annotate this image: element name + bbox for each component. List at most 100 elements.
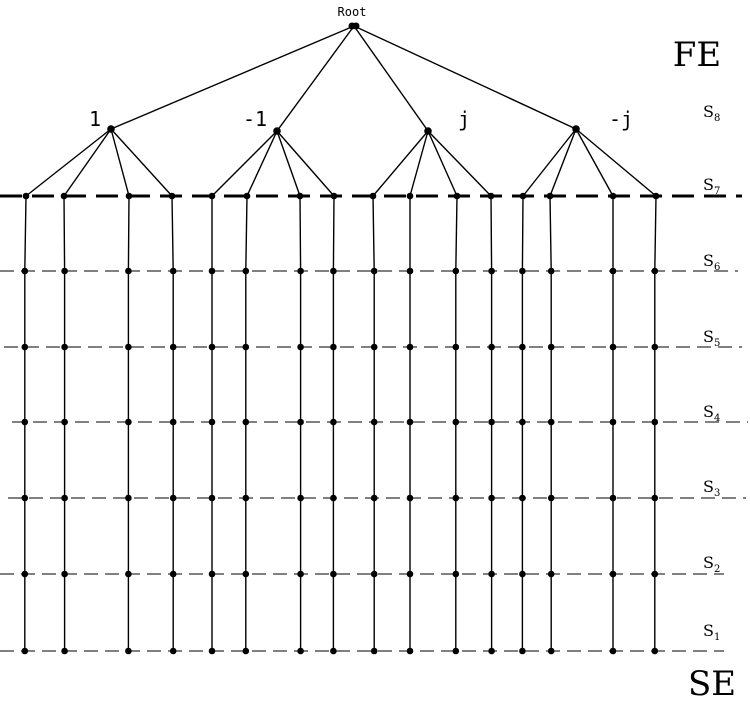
path-node: [242, 494, 250, 502]
path-node: [330, 494, 337, 502]
path-node: [609, 267, 617, 275]
branch-edge: [25, 128, 112, 197]
branch-edge: [427, 130, 492, 197]
path-node: [297, 494, 304, 502]
path-node: [21, 267, 29, 275]
path-node: [242, 418, 250, 426]
stage-label-s2: S2: [703, 553, 720, 575]
path-node: [21, 570, 29, 578]
path-node: [242, 343, 250, 351]
path-node: [651, 267, 659, 275]
path-node: [370, 494, 378, 502]
path-node: [547, 343, 555, 351]
path-node: [22, 192, 30, 200]
se-label: SE: [688, 664, 736, 704]
path-node: [406, 267, 414, 275]
path-node: [125, 570, 132, 578]
path-node: [452, 494, 460, 502]
path-node: [169, 267, 177, 275]
path-node: [125, 267, 132, 275]
branch-edge: [549, 128, 577, 197]
path-node: [370, 267, 378, 275]
path-node: [488, 570, 495, 578]
path-node: [21, 494, 29, 502]
path-node: [61, 494, 68, 502]
stage-label-s3: S3: [703, 477, 720, 499]
path-node: [21, 343, 29, 351]
branch-node: [273, 127, 281, 135]
path-node: [330, 418, 337, 426]
path-node: [547, 418, 555, 426]
branch-node: [572, 125, 580, 133]
path-node: [330, 343, 337, 351]
path-node: [208, 647, 216, 655]
path-node: [453, 192, 461, 200]
path-node: [208, 494, 216, 502]
path-node: [452, 267, 460, 275]
path-node: [330, 192, 338, 200]
path-node: [651, 647, 659, 655]
path-node: [125, 192, 133, 200]
tree-nodes: [21, 22, 660, 655]
root-edge: [353, 25, 429, 132]
branch-node: [424, 127, 432, 135]
branch-edge: [211, 130, 278, 197]
path-node: [125, 647, 132, 655]
root-edge: [353, 25, 577, 130]
tree-edges: [24, 25, 657, 651]
root-label: Root: [338, 5, 367, 19]
path-node: [547, 267, 555, 275]
path-node: [406, 192, 414, 200]
fe-label: FE: [673, 35, 721, 75]
path-node: [61, 570, 68, 578]
path-node: [651, 494, 659, 502]
branch-edge: [575, 128, 614, 197]
path-node: [297, 570, 304, 578]
path-node: [609, 192, 617, 200]
path-node: [452, 343, 460, 351]
path-node: [609, 418, 617, 426]
branch-edge: [522, 128, 577, 197]
path-node: [406, 343, 414, 351]
path-node: [406, 418, 414, 426]
path-node: [547, 570, 555, 578]
path-node: [369, 192, 377, 200]
path-node: [488, 494, 495, 502]
stage-label-s8: S8: [703, 102, 720, 124]
path-node: [519, 570, 526, 578]
stage-label-s7: S7: [703, 175, 720, 197]
root-edge: [276, 25, 355, 132]
branch-edge: [372, 130, 429, 197]
path-node: [208, 343, 216, 351]
branch-edge: [575, 128, 657, 197]
path-node: [208, 267, 216, 275]
path-node: [370, 647, 378, 655]
path-node: [125, 494, 132, 502]
path-node: [519, 267, 526, 275]
path-node: [297, 418, 304, 426]
path-node: [208, 418, 216, 426]
path-node: [61, 647, 68, 655]
path-node: [488, 647, 495, 655]
branch-edge: [427, 130, 458, 197]
path-node: [609, 343, 617, 351]
path-node: [519, 343, 526, 351]
branch-edge: [246, 130, 278, 197]
branch-edge: [110, 128, 173, 197]
branch-label-j: j: [458, 107, 470, 131]
root-edge: [110, 25, 355, 130]
path-node: [452, 647, 460, 655]
path-node: [519, 418, 526, 426]
path-node: [169, 418, 177, 426]
path-node: [406, 570, 414, 578]
path-node: [208, 570, 216, 578]
path-node: [488, 343, 495, 351]
path-node: [169, 343, 177, 351]
branch-edge: [276, 130, 335, 197]
path-node: [370, 570, 378, 578]
path-node: [651, 570, 659, 578]
path-node: [61, 418, 68, 426]
path-node: [519, 647, 526, 655]
branch-edge: [409, 130, 429, 197]
